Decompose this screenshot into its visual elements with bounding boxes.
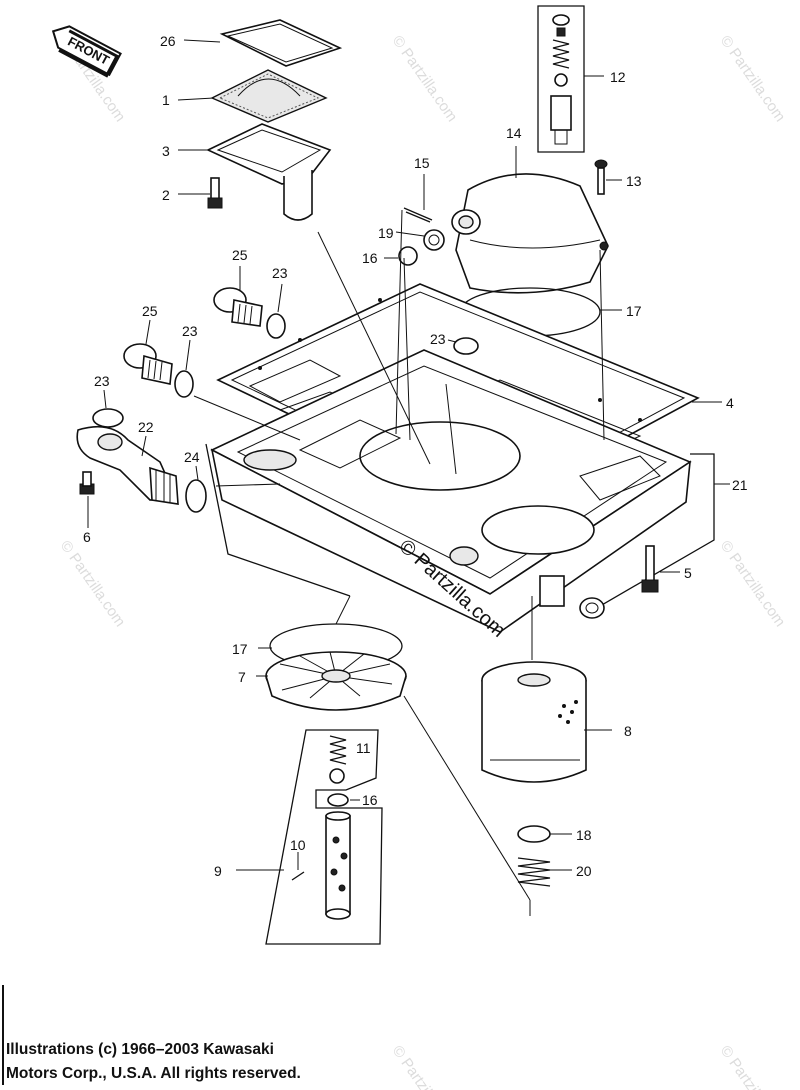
callout-20: 20 <box>576 863 592 879</box>
callout-3: 3 <box>162 143 170 159</box>
part-23-washer-upper <box>266 313 286 339</box>
part-23-washer-left <box>92 408 124 428</box>
part-9-bypass-valve-box <box>265 729 383 945</box>
part-20-spring <box>517 857 551 887</box>
watermark: © Partzilla.com <box>389 33 461 126</box>
part-15-cotter-pin <box>403 207 433 223</box>
callout-8: 8 <box>624 723 632 739</box>
callout-24: 24 <box>184 449 200 465</box>
part-26-gasket <box>219 19 343 67</box>
callout-16-upper: 16 <box>362 250 378 266</box>
callout-25-upper: 25 <box>232 247 248 263</box>
watermark: © Partzilla.com <box>717 538 789 631</box>
callout-7: 7 <box>238 669 246 685</box>
callout-1: 1 <box>162 92 170 108</box>
drain-plug <box>579 597 605 619</box>
part-21-bracket <box>205 443 715 607</box>
part-18-washer <box>517 825 551 843</box>
callout-labels: 26 1 3 2 12 13 14 15 19 16 17 23 4 21 5 … <box>83 33 748 879</box>
callout-23-center: 23 <box>430 331 446 347</box>
part-14-cover <box>451 173 609 294</box>
callout-22: 22 <box>138 419 154 435</box>
callout-14: 14 <box>506 125 522 141</box>
part-22-oil-pipe <box>76 425 179 505</box>
leader-lines <box>87 39 730 871</box>
callout-2: 2 <box>162 187 170 203</box>
part-7-filter-cover <box>265 651 407 711</box>
part-5-bolt <box>641 545 659 593</box>
callout-17-upper: 17 <box>626 303 642 319</box>
callout-21: 21 <box>732 477 748 493</box>
callout-23-mid: 23 <box>182 323 198 339</box>
callout-19: 19 <box>378 225 394 241</box>
copyright-line-2: Motors Corp., U.S.A. All rights reserved… <box>6 1065 301 1082</box>
part-16-o-ring-upper <box>398 246 418 266</box>
callout-9: 9 <box>214 863 222 879</box>
callout-6: 6 <box>83 529 91 545</box>
callout-12: 12 <box>610 69 626 85</box>
part-23-washer-mid <box>174 370 194 398</box>
callout-4: 4 <box>726 395 734 411</box>
watermark: © Partzilla.com <box>717 1043 789 1090</box>
part-12-relief-valve-box <box>537 5 585 153</box>
part-25-plug-lower <box>123 343 173 385</box>
callout-25-lower: 25 <box>142 303 158 319</box>
callout-11: 11 <box>356 740 371 756</box>
watermark: © Partzilla.com <box>717 33 789 126</box>
part-24-o-ring <box>185 479 207 513</box>
part-3-strainer-housing <box>206 123 332 221</box>
copyright-line-1: Illustrations (c) 1966–2003 Kawasaki <box>6 1041 274 1058</box>
left-border-bar <box>2 985 4 1085</box>
part-19-plug <box>423 229 445 251</box>
part-8-oil-filter <box>481 661 587 783</box>
callout-15: 15 <box>414 155 430 171</box>
callout-18: 18 <box>576 827 592 843</box>
part-25-plug-upper <box>213 287 263 327</box>
callout-17-lower: 17 <box>232 641 248 657</box>
part-1-strainer-screen <box>210 69 328 123</box>
part-21-oil-pan <box>210 349 692 633</box>
callout-5: 5 <box>684 565 692 581</box>
watermark: © Partzilla.com <box>57 538 129 631</box>
callout-16-lower: 16 <box>362 792 378 808</box>
copyright-notice: Illustrations (c) 1966–2003 Kawasaki Mot… <box>6 1038 526 1086</box>
callout-10: 10 <box>290 837 306 853</box>
callout-26: 26 <box>160 33 176 49</box>
connector-lines <box>193 209 605 916</box>
callout-23-upper: 23 <box>272 265 288 281</box>
callout-13: 13 <box>626 173 642 189</box>
part-2-bolt <box>207 177 223 209</box>
part-23-o-ring-center <box>453 337 479 355</box>
part-13-bolt <box>594 159 608 195</box>
part-6-bolt <box>79 471 95 495</box>
callout-23-left: 23 <box>94 373 110 389</box>
